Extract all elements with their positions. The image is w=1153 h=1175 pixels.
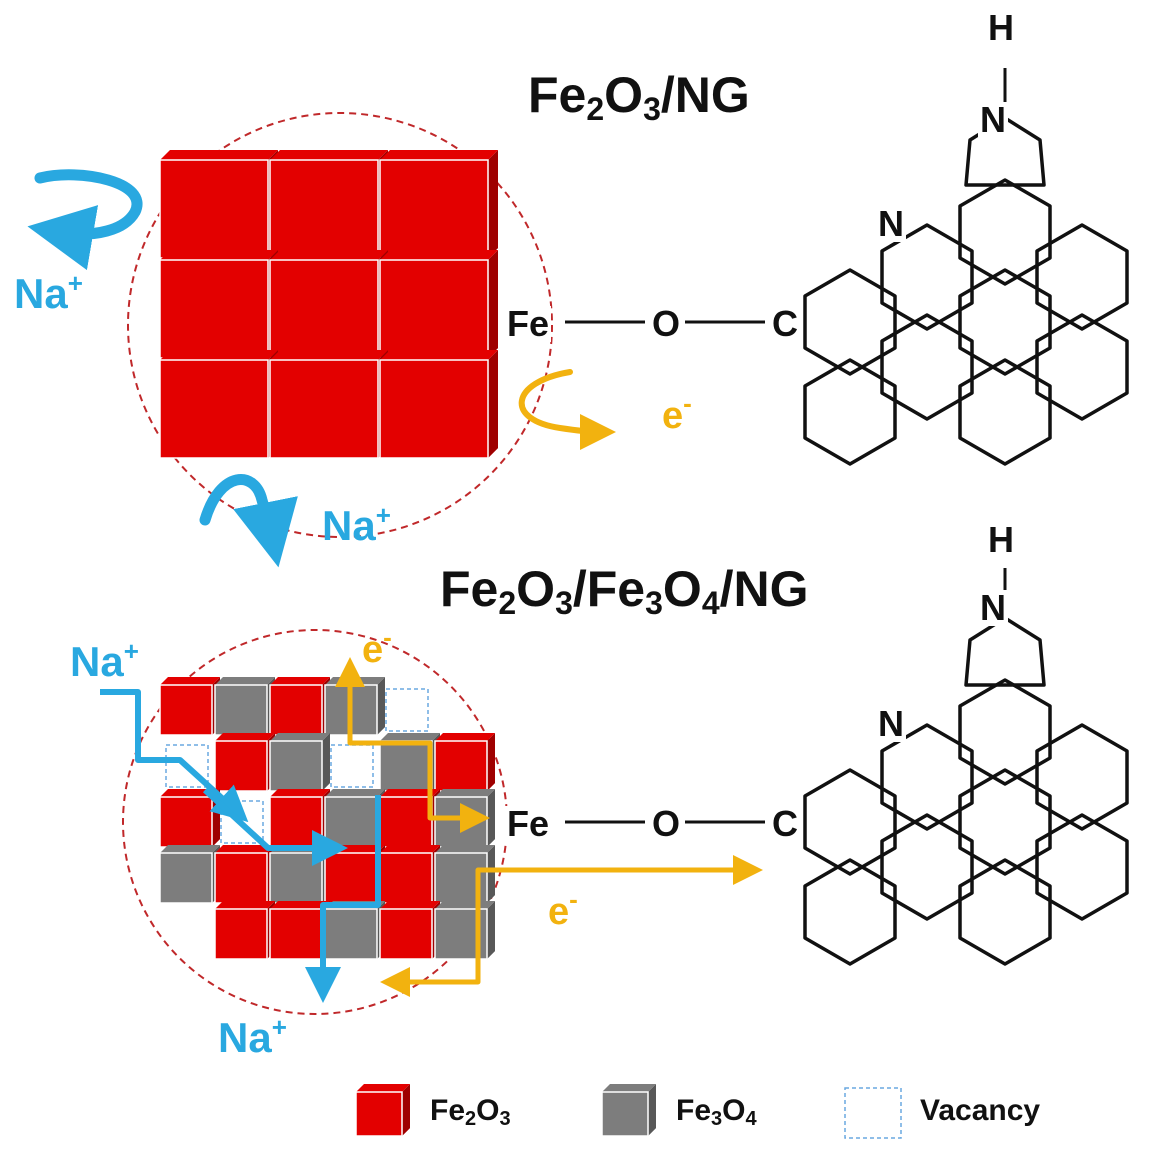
- carbon-ring: [803, 768, 897, 876]
- top-c-atom: C: [770, 303, 800, 344]
- carbon-ring: [958, 268, 1052, 376]
- bottom-mixed-block: [159, 677, 495, 960]
- carbon-ring: [958, 858, 1052, 966]
- bottom-na-pathway: [100, 689, 381, 1003]
- bottom-electron-label-top: e-: [362, 622, 392, 671]
- top-panel-title: Fe2O3/NG: [528, 67, 750, 127]
- fe2o3-cube: [159, 677, 220, 736]
- fe3o4-cube: [214, 677, 275, 736]
- carbon-ring: [880, 813, 974, 921]
- top-na-arrow-bottom: [199, 474, 298, 568]
- fe2o3-cube: [379, 901, 440, 960]
- fe2o3-cube: [379, 350, 498, 459]
- legend-fe2o3-swatch: [355, 1084, 410, 1137]
- carbon-ring: [1035, 223, 1129, 331]
- vacancy-site: [330, 744, 374, 788]
- legend-fe3o4-swatch: [601, 1084, 656, 1137]
- legend-fe3o4-label: Fe3O4: [676, 1094, 757, 1130]
- fe2o3-cube: [159, 250, 278, 359]
- top-na-arrow-left: [27, 169, 143, 271]
- carbon-ring: [803, 358, 897, 466]
- legend-swatches: [355, 1084, 902, 1139]
- carbon-ring: [1035, 813, 1129, 921]
- vacancy-site: [385, 688, 429, 732]
- bottom-na-label-bottom: Na+: [218, 1012, 287, 1061]
- fe3o4-cube: [324, 901, 385, 960]
- carbon-ring: [803, 268, 897, 376]
- top-na-label-left: Na+: [14, 268, 83, 317]
- bottom-n-pyridinic-atom: N: [876, 703, 906, 744]
- fe2o3-cube: [269, 150, 388, 259]
- top-fe2o3-block: [159, 150, 498, 459]
- top-n-ring-atom: N: [978, 99, 1008, 140]
- fe3o4-cube: [269, 733, 330, 792]
- carbon-ring: [958, 178, 1052, 286]
- fe2o3-cube: [159, 150, 278, 259]
- top-na-label-bottom: Na+: [322, 500, 391, 549]
- vacancy-site: [165, 744, 209, 788]
- legend-vacancy-label: Vacancy: [920, 1094, 1041, 1127]
- top-o-atom: O: [650, 303, 683, 344]
- fe2o3-cube: [379, 250, 498, 359]
- carbon-ring: [1035, 313, 1129, 421]
- bottom-c-atom: C: [770, 803, 800, 844]
- bottom-o-atom: O: [650, 803, 683, 844]
- fe3o4-cube: [434, 901, 495, 960]
- pyrrole-ring: [964, 616, 1046, 687]
- carbon-ring: [880, 313, 974, 421]
- legend-vacancy-swatch: [844, 1087, 902, 1139]
- top-fe-atom: Fe: [505, 303, 552, 344]
- carbon-ring: [958, 678, 1052, 786]
- fe3o4-cube: [159, 845, 220, 904]
- bottom-ng-structure: [565, 568, 1129, 966]
- fe2o3-cube: [214, 733, 275, 792]
- bottom-n-ring-atom: N: [978, 587, 1008, 628]
- fe2o3-cube: [269, 789, 330, 848]
- carbon-ring: [880, 223, 974, 331]
- carbon-ring: [1035, 723, 1129, 831]
- top-n-pyridinic-atom: N: [876, 203, 906, 244]
- fe2o3-cube: [434, 733, 495, 792]
- fe2o3-cube: [379, 150, 498, 259]
- fe3o4-cube: [324, 677, 385, 736]
- bottom-fe-atom: Fe: [505, 803, 552, 844]
- bottom-panel-title: Fe2O3/Fe3O4/NG: [440, 561, 809, 621]
- fe2o3-cube: [269, 677, 330, 736]
- fe2o3-cube: [269, 250, 388, 359]
- bottom-na-label-top: Na+: [70, 636, 139, 685]
- top-h-atom: H: [986, 7, 1016, 48]
- bottom-h-atom: H: [986, 519, 1016, 560]
- top-electron-arrow: [518, 369, 616, 450]
- fe2o3-cube: [269, 350, 388, 459]
- bottom-electron-label-right: e-: [548, 884, 578, 933]
- top-ng-structure: [565, 68, 1129, 466]
- legend-fe2o3-label: Fe2O3: [430, 1094, 511, 1130]
- bottom-electron-pathway: [335, 657, 763, 997]
- fe2o3-cube: [214, 901, 275, 960]
- fe3o4-cube: [269, 845, 330, 904]
- fe3o4-cube: [434, 845, 495, 904]
- fe2o3-cube: [214, 845, 275, 904]
- carbon-ring: [803, 858, 897, 966]
- pyrrole-ring: [964, 116, 1046, 187]
- top-electron-label: e-: [662, 388, 692, 437]
- top-particle-outline: [127, 112, 553, 538]
- carbon-ring: [880, 723, 974, 831]
- carbon-ring: [958, 358, 1052, 466]
- carbon-ring: [958, 768, 1052, 876]
- fe2o3-cube: [379, 845, 440, 904]
- fe2o3-cube: [159, 350, 278, 459]
